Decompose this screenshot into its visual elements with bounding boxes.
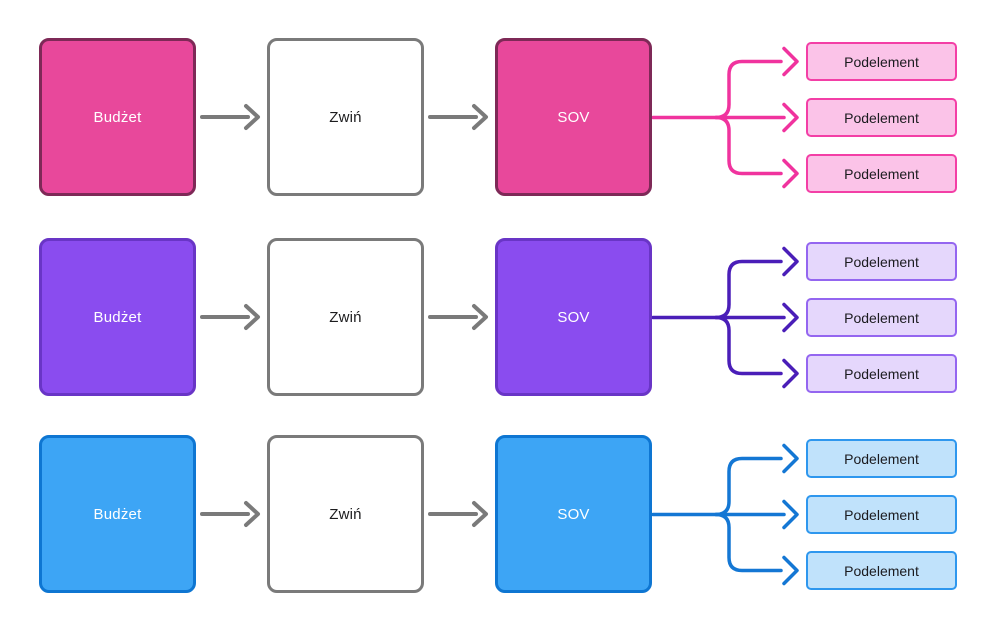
branch-bottom (714, 512, 783, 573)
branch-bottom (714, 115, 783, 176)
subelement-label: Podelement (844, 450, 919, 467)
flow-row-purple: Budżet Zwiń SOV Podelement Podelement Po… (0, 238, 1000, 396)
subelement-label: Podelement (844, 309, 919, 326)
subelement-label: Podelement (844, 165, 919, 182)
branch-top (714, 456, 783, 517)
collapse-node: Zwiń (267, 38, 424, 196)
arrowhead-icon (244, 501, 260, 527)
sov-label: SOV (557, 505, 590, 523)
arrowhead-icon (782, 443, 799, 474)
subelement-node: Podelement (806, 298, 957, 337)
arrowhead-icon (782, 246, 799, 277)
subelement-label: Podelement (844, 365, 919, 382)
arrowhead-icon (782, 499, 799, 530)
arrowhead-icon (244, 304, 260, 330)
arrowhead-icon (782, 555, 799, 586)
collapse-node: Zwiń (267, 238, 424, 396)
arrowhead-icon (472, 104, 488, 130)
collapse-label: Zwiń (329, 308, 362, 326)
subelement-label: Podelement (844, 109, 919, 126)
arrowhead-icon (782, 102, 799, 133)
budget-label: Budżet (93, 108, 142, 126)
arrowhead-icon (782, 46, 799, 77)
sov-label: SOV (557, 308, 590, 326)
collapse-label: Zwiń (329, 108, 362, 126)
budget-label: Budżet (93, 505, 142, 523)
subelement-node: Podelement (806, 551, 957, 590)
flow-row-blue: Budżet Zwiń SOV Podelement Podelement Po… (0, 435, 1000, 593)
subelement-node: Podelement (806, 98, 957, 137)
collapse-node: Zwiń (267, 435, 424, 593)
branch-bottom (714, 315, 783, 376)
subelement-node: Podelement (806, 42, 957, 81)
arrowhead-icon (782, 302, 799, 333)
subelement-label: Podelement (844, 253, 919, 270)
arrowhead-icon (782, 158, 799, 189)
subelement-node: Podelement (806, 242, 957, 281)
sov-node: SOV (495, 435, 652, 593)
sov-label: SOV (557, 108, 590, 126)
sov-node: SOV (495, 38, 652, 196)
budget-node: Budżet (39, 435, 196, 593)
subelement-node: Podelement (806, 439, 957, 478)
subelement-label: Podelement (844, 562, 919, 579)
budget-label: Budżet (93, 308, 142, 326)
subelement-label: Podelement (844, 53, 919, 70)
budget-node: Budżet (39, 38, 196, 196)
arrowhead-icon (472, 304, 488, 330)
budget-node: Budżet (39, 238, 196, 396)
subelement-node: Podelement (806, 495, 957, 534)
flow-row-pink: Budżet Zwiń SOV Podelement Podelement Po… (0, 38, 1000, 196)
sov-node: SOV (495, 238, 652, 396)
arrowhead-icon (782, 358, 799, 389)
subelement-node: Podelement (806, 154, 957, 193)
subelement-node: Podelement (806, 354, 957, 393)
arrowhead-icon (244, 104, 260, 130)
arrowhead-icon (472, 501, 488, 527)
branch-top (714, 59, 783, 120)
branch-top (714, 259, 783, 320)
collapse-label: Zwiń (329, 505, 362, 523)
subelement-label: Podelement (844, 506, 919, 523)
